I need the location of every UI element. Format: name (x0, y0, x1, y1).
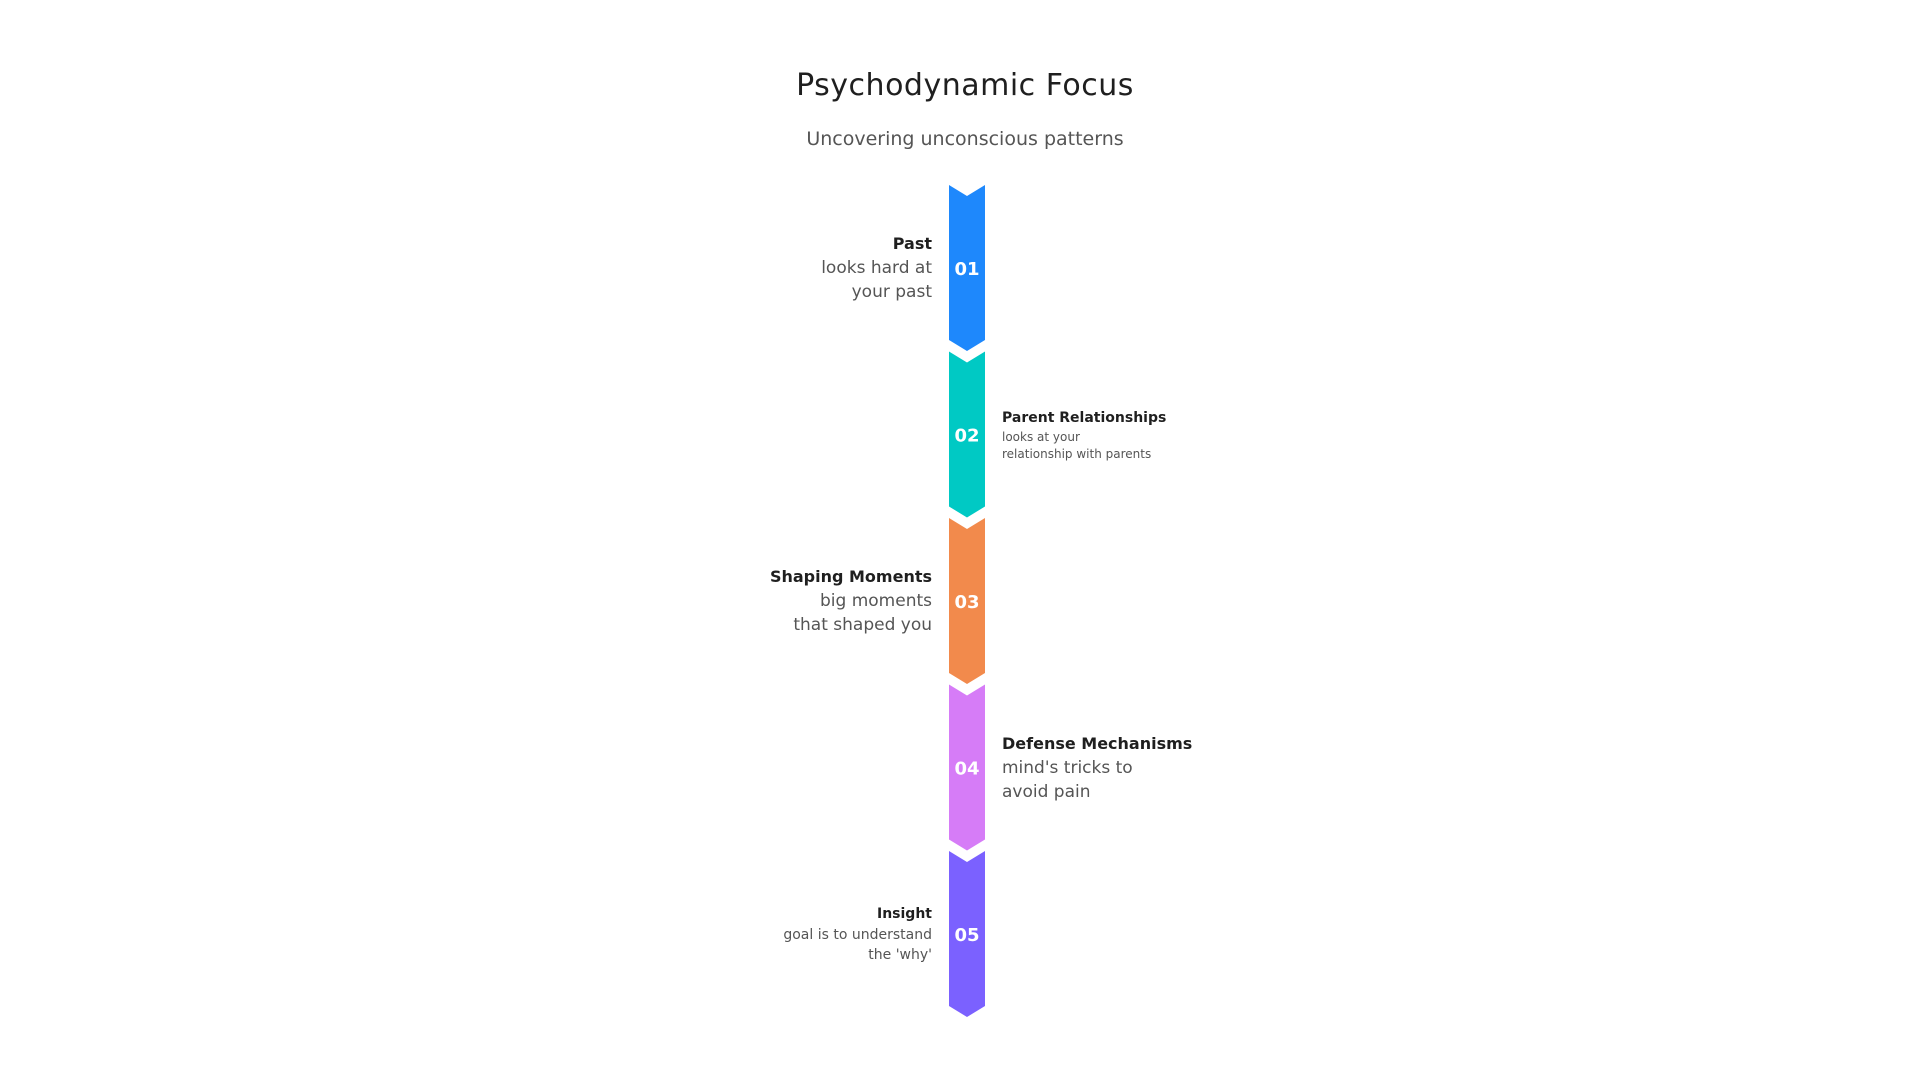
step-description-line: relationship with parents (1002, 447, 1152, 461)
step-number: 01 (954, 259, 979, 280)
step-number: 05 (954, 925, 979, 946)
chevron-segment (949, 684, 985, 851)
step-title: Insight (877, 906, 932, 922)
step-number: 02 (954, 426, 979, 447)
step-description-line: the 'why' (868, 947, 932, 963)
chevron-segment (949, 185, 985, 351)
step-title: Past (892, 234, 932, 253)
step-label-insight: Insight goal is to understand the 'why' (732, 903, 932, 965)
step-description-line: mind's tricks to (1002, 758, 1133, 778)
chevron-segment (949, 851, 985, 1017)
step-number: 04 (954, 759, 979, 780)
timeline-step-04: 04 (949, 684, 985, 851)
step-description-line: looks at your (1002, 430, 1080, 444)
step-title: Shaping Moments (769, 567, 932, 586)
step-label-parent-relationships: Parent Relationships looks at your relat… (1002, 407, 1202, 463)
step-label-shaping-moments: Shaping Moments big moments that shaped … (732, 565, 932, 637)
step-label-past: Past looks hard at your past (732, 232, 932, 304)
step-description-line: looks hard at (821, 258, 932, 278)
step-title: Parent Relationships (1002, 410, 1167, 426)
step-description-line: avoid pain (1002, 782, 1091, 802)
step-description-line: big moments (820, 591, 932, 611)
step-title: Defense Mechanisms (1002, 734, 1193, 753)
timeline-step-03: 03 (949, 518, 985, 684)
timeline-step-01: 01 (949, 185, 985, 351)
page-subtitle: Uncovering unconscious patterns (806, 128, 1124, 150)
page-title: Psychodynamic Focus (796, 68, 1134, 103)
step-description-line: goal is to understand (783, 927, 932, 943)
chevron-segment (949, 518, 985, 684)
timeline-step-05: 05 (949, 851, 985, 1017)
step-label-defense-mechanisms: Defense Mechanisms mind's tricks to avoi… (1002, 732, 1202, 804)
chevron-segment (949, 351, 985, 518)
timeline-step-02: 02 (949, 351, 985, 518)
step-number: 03 (954, 592, 979, 613)
step-description-line: that shaped you (793, 615, 932, 635)
step-description-line: your past (851, 282, 932, 302)
